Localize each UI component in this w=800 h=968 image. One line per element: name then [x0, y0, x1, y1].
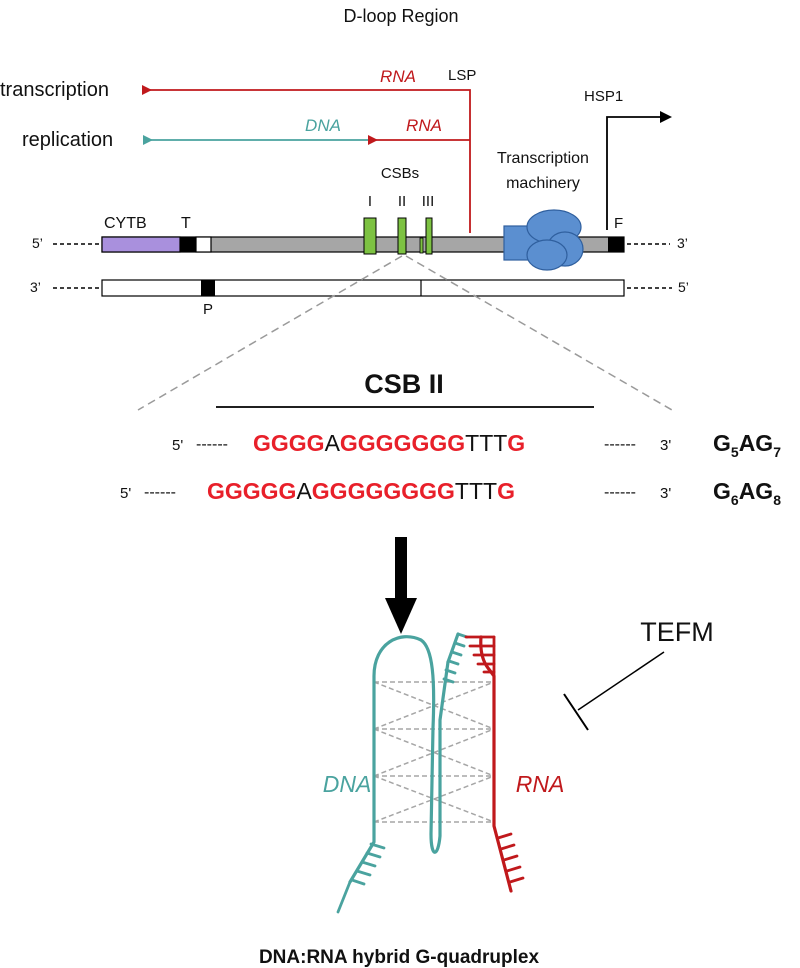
csb-iii-small-box [419, 237, 424, 254]
rna-strand [479, 635, 513, 893]
row1-dashes-left: ------ [196, 436, 228, 453]
rna-top-bases [464, 635, 496, 678]
row2-dashes-right: ------ [604, 484, 636, 501]
sequence-row-1: 5' ------ GGGGAGGGGGGGTTTG ------ 3' G5A… [172, 430, 781, 460]
t-marker [180, 237, 196, 252]
row2-3prime: 3' [660, 485, 671, 502]
row1-label: G5AG7 [713, 430, 781, 460]
dna-strand [348, 635, 450, 884]
f-label: F [614, 215, 623, 232]
bottom-strand-bar [101, 279, 625, 297]
row1-seg1: GGGG [253, 430, 325, 456]
row2-dashes-left: ------ [144, 484, 176, 501]
transcription-machinery [503, 209, 584, 271]
csb-ii-box [397, 217, 407, 255]
down-arrow [385, 537, 417, 634]
row2-seg1: GGGGG [207, 478, 296, 504]
row2-seg2: A [296, 478, 312, 504]
zoom-line-left [137, 255, 403, 411]
p-label: P [203, 301, 213, 318]
dna-mid-label: DNA [305, 116, 341, 135]
dna-bottom-bases [336, 842, 386, 914]
rna-bottom-bases [496, 832, 525, 884]
replication-label: replication [22, 129, 113, 151]
hsp1-arrow [606, 111, 672, 230]
row1-5prime: 5' [172, 437, 183, 454]
p-marker [201, 280, 215, 296]
row1-sequence: GGGGAGGGGGGGTTTG [253, 430, 525, 456]
row2-seg5: G [497, 478, 515, 504]
dna-quadruplex-label: DNA [323, 771, 372, 797]
csb-iii-box [425, 217, 433, 255]
csb-i-label: I [368, 193, 372, 210]
bottom-strand-5prime: 5’ [678, 279, 689, 295]
quadruplex-caption: DNA:RNA hybrid G-quadruplex [259, 947, 540, 968]
csb-ii-label: II [398, 193, 406, 210]
cytb-segment [101, 236, 181, 253]
top-strand-5prime: 5’ [32, 235, 43, 251]
rna-top-label: RNA [380, 67, 416, 86]
diagram-title: D-loop Region [343, 6, 458, 26]
row1-3prime: 3' [660, 437, 671, 454]
csb-i-box [363, 217, 377, 255]
sequence-row-2: 5' ------ GGGGGAGGGGGGGGTTTG ------ 3' G… [120, 478, 781, 508]
hsp1-label: HSP1 [584, 88, 623, 105]
bottom-strand-3prime: 3’ [30, 279, 41, 295]
white-segment [195, 236, 212, 253]
row2-seg4: TTT [455, 478, 497, 504]
csbs-label: CSBs [381, 165, 419, 182]
row1-seg4: TTT [465, 430, 507, 456]
t-label: T [181, 215, 191, 232]
row1-seg3: GGGGGGG [340, 430, 465, 456]
dna-top-backbone [446, 632, 460, 664]
rna-mid-label: RNA [406, 116, 442, 135]
row1-seg2: A [325, 430, 341, 456]
tefm-inhibition-bar [563, 693, 589, 731]
rna-quadruplex-label: RNA [516, 771, 565, 797]
row2-sequence: GGGGGAGGGGGGGGTTTG [207, 478, 515, 504]
tefm-inhibition-line [577, 651, 665, 711]
row2-seg3: GGGGGGGG [312, 478, 455, 504]
zoom-line-right [405, 255, 673, 411]
top-strand-3prime: 3’ [677, 235, 688, 251]
transcription-label: transcription [0, 79, 109, 101]
transcription-arrow [142, 85, 471, 233]
lsp-label: LSP [448, 67, 476, 84]
csb-iii-label: III [422, 193, 435, 210]
g-quadruplex [336, 632, 525, 914]
machinery-label-line1: Transcription [497, 150, 589, 167]
f-marker [608, 237, 624, 252]
row2-5prime: 5' [120, 485, 131, 502]
row2-label: G6AG8 [713, 478, 781, 508]
row1-seg5: G [507, 430, 525, 456]
tefm-label: TEFM [640, 617, 714, 647]
row1-dashes-right: ------ [604, 436, 636, 453]
cytb-label: CYTB [104, 215, 147, 232]
csb-ii-title: CSB II [364, 369, 444, 399]
machinery-label-line2: machinery [506, 175, 580, 192]
